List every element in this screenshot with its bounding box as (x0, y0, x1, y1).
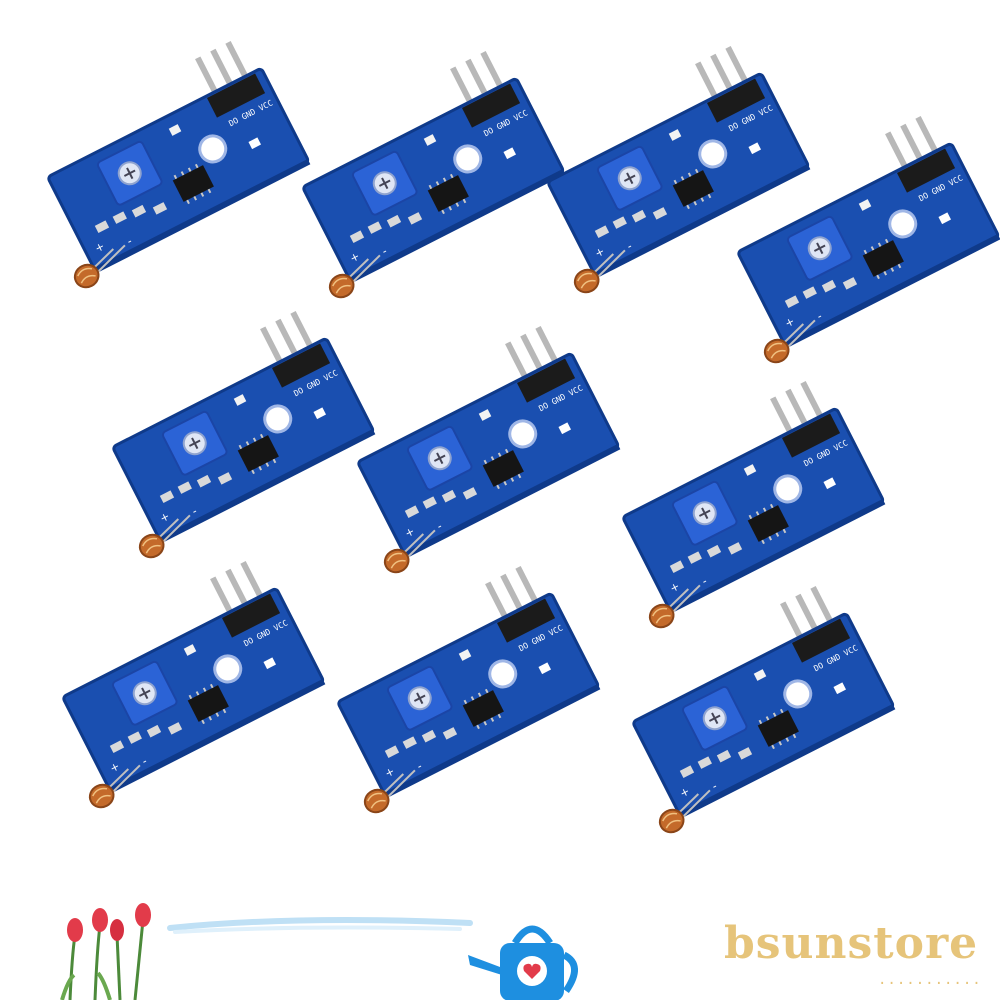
pin-header-pins (260, 311, 317, 371)
watering-can-icon (468, 925, 578, 1000)
light-sensor-module: DO GND VCC + - (300, 51, 566, 299)
light-sensor-module-drawing: DO GND VCC + - (112, 311, 376, 559)
svg-text:-: - (380, 245, 389, 258)
pin-header-pins (450, 51, 507, 111)
light-sensor-module: DO GND VCC + - (335, 566, 601, 814)
light-sensor-module-drawing: DO GND VCC + - (547, 46, 811, 294)
svg-text:-: - (140, 755, 149, 768)
heart-icon (523, 963, 541, 979)
light-sensor-module: DO GND VCC + - (620, 381, 886, 629)
decoration (60, 903, 578, 1000)
light-sensor-module: DO GND VCC + - (545, 46, 811, 294)
light-sensor-module: DO GND VCC + - (45, 41, 311, 289)
pin-header-pins (505, 326, 562, 386)
pin-header-pins (695, 46, 752, 106)
svg-text:-: - (125, 235, 134, 248)
svg-text:-: - (710, 780, 719, 793)
light-sensor-module-drawing: DO GND VCC + - (737, 116, 1000, 364)
tulip-icon (60, 903, 151, 1000)
pin-header-pins (780, 586, 837, 646)
svg-text:-: - (815, 310, 824, 323)
light-sensor-module-drawing: DO GND VCC + - (337, 566, 601, 814)
light-sensor-module: DO GND VCC + - (735, 116, 1000, 364)
brand-dots: ........... (878, 972, 982, 988)
light-sensor-module-drawing: DO GND VCC + - (302, 51, 566, 299)
light-sensor-module: DO GND VCC + - (60, 561, 326, 809)
light-sensor-module-drawing: DO GND VCC + - (62, 561, 326, 809)
light-sensor-module: DO GND VCC + - (630, 586, 896, 834)
light-sensor-module: DO GND VCC + - (355, 326, 621, 574)
pin-header-pins (485, 566, 542, 626)
brand-logo: bsunstore (724, 918, 979, 969)
svg-text:-: - (435, 520, 444, 533)
svg-text:-: - (190, 505, 199, 518)
pin-header-pins (770, 381, 827, 441)
light-sensor-module: DO GND VCC + - (110, 311, 376, 559)
light-sensor-module-drawing: DO GND VCC + - (47, 41, 311, 289)
pin-header-pins (195, 41, 252, 101)
pin-header-pins (885, 116, 942, 176)
svg-text:-: - (415, 760, 424, 773)
svg-text:-: - (700, 575, 709, 588)
pin-header-pins (210, 561, 267, 621)
svg-text:-: - (625, 240, 634, 253)
light-sensor-module-drawing: DO GND VCC + - (632, 586, 896, 834)
light-sensor-module-drawing: DO GND VCC + - (622, 381, 886, 629)
light-sensor-module-drawing: DO GND VCC + - (357, 326, 621, 574)
